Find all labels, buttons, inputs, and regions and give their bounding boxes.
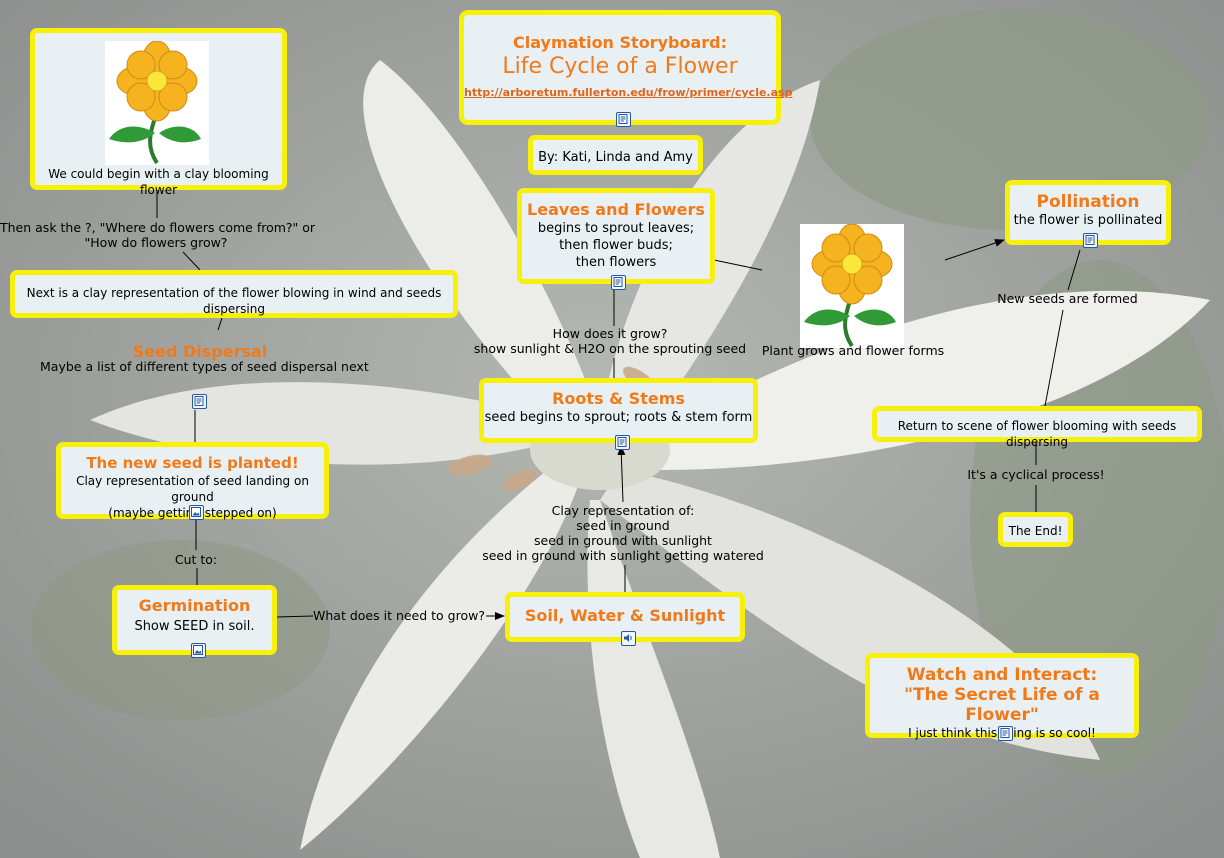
grow-line1: How does it grow? <box>552 326 668 341</box>
germination-image-icon[interactable] <box>191 643 206 658</box>
seeds-label: New seeds are formed <box>997 291 1138 306</box>
return-node[interactable]: Return to scene of flower blooming with … <box>872 406 1202 449</box>
roots-node[interactable]: Roots & Stems seed begins to sprout; roo… <box>479 378 758 450</box>
roots-title: Roots & Stems <box>552 389 685 408</box>
next-text: Next is a clay representation of the flo… <box>26 286 442 316</box>
germination-text: Show SEED in soil. <box>134 619 255 634</box>
next-node[interactable]: Next is a clay representation of the flo… <box>10 270 458 318</box>
title-node[interactable]: Claymation Storyboard: Life Cycle of a F… <box>459 10 792 127</box>
need-label: What does it need to grow? <box>313 608 485 623</box>
ask-label-line1: Then ask the ?, "Where do flowers come f… <box>0 220 316 235</box>
roots-note-icon[interactable] <box>615 435 630 450</box>
sound-icon[interactable] <box>621 631 636 646</box>
clay-line1: Clay representation of: <box>551 503 695 518</box>
leaves-node[interactable]: Leaves and Flowers begins to sprout leav… <box>517 188 715 290</box>
leaves-title: Leaves and Flowers <box>527 200 705 219</box>
ask-label: Then ask the ?, "Where do flowers come f… <box>0 220 316 250</box>
flower-icon <box>804 223 896 348</box>
seed-dispersal-label: Seed Dispersal Maybe a list of different… <box>40 342 369 375</box>
leaves-note-icon[interactable] <box>611 275 626 290</box>
arboretum-link[interactable]: http://arboretum.fullerton.edu/frow/prim… <box>464 86 793 99</box>
leaves-line1: begins to sprout leaves; <box>537 221 695 236</box>
cut-label: Cut to: <box>174 552 218 567</box>
begin-node[interactable]: We could begin with a clay blooming flow… <box>30 28 287 197</box>
clay-line2: seed in ground <box>576 518 670 533</box>
authors-node[interactable]: By: Kati, Linda and Amy <box>528 135 703 175</box>
clay-line4: seed in ground with sunlight getting wat… <box>482 548 764 563</box>
seed-dispersal-text: Maybe a list of different types of seed … <box>40 359 369 374</box>
end-text: The End! <box>1008 524 1063 538</box>
watch-title2: "The Secret Life of a Flower" <box>904 685 1100 725</box>
germination-node[interactable]: Germination Show SEED in soil. <box>112 585 277 658</box>
end-node[interactable]: The End! <box>998 512 1073 547</box>
clay-line3: seed in ground with sunlight <box>534 533 712 548</box>
flower-image <box>105 40 209 165</box>
clay-label: Clay representation of: seed in ground s… <box>470 503 776 563</box>
cyclical-label: It's a cyclical process! <box>967 467 1105 482</box>
grow-label: How does it grow? show sunlight & H2O on… <box>468 326 752 356</box>
watch-node[interactable]: Watch and Interact: "The Secret Life of … <box>865 653 1139 741</box>
plant-flower-image <box>800 223 904 348</box>
return-text: Return to scene of flower blooming with … <box>897 419 1177 449</box>
begin-text: We could begin with a clay blooming flow… <box>48 167 269 197</box>
seed-dispersal-title: Seed Dispersal <box>132 342 268 361</box>
pollination-title: Pollination <box>1036 192 1140 212</box>
planted-image-icon[interactable] <box>189 505 204 520</box>
leaves-line2: then flower buds; <box>559 238 673 253</box>
watch-title1: Watch and Interact: <box>906 665 1098 685</box>
planted-line1: Clay representation of seed landing on g… <box>76 474 309 504</box>
soil-node[interactable]: Soil, Water & Sunlight <box>505 592 745 646</box>
soil-title: Soil, Water & Sunlight <box>524 606 726 625</box>
planted-node[interactable]: The new seed is planted! Clay representa… <box>56 442 329 520</box>
germination-title: Germination <box>138 596 251 615</box>
plant-label: Plant grows and flower forms <box>761 343 945 358</box>
storyboard-title: Life Cycle of a Flower <box>502 54 738 79</box>
pollination-note-icon[interactable] <box>1083 233 1098 248</box>
seed-dispersal-note-icon[interactable] <box>192 394 207 409</box>
storyboard-heading: Claymation Storyboard: <box>513 33 727 52</box>
ask-label-line2: "How do flowers grow? <box>84 235 228 250</box>
planted-title: The new seed is planted! <box>86 454 299 472</box>
leaves-line3: then flowers <box>575 255 657 270</box>
note-icon[interactable] <box>616 112 631 127</box>
roots-text: seed begins to sprout; roots & stem form <box>484 410 753 425</box>
watch-note-icon[interactable] <box>998 726 1013 741</box>
grow-line2: show sunlight & H2O on the sprouting see… <box>473 341 747 356</box>
pollination-text: the flower is pollinated <box>1013 213 1163 228</box>
flower-icon <box>109 40 201 165</box>
authors-text: By: Kati, Linda and Amy <box>538 150 693 165</box>
pollination-node[interactable]: Pollination the flower is pollinated <box>1005 180 1171 248</box>
